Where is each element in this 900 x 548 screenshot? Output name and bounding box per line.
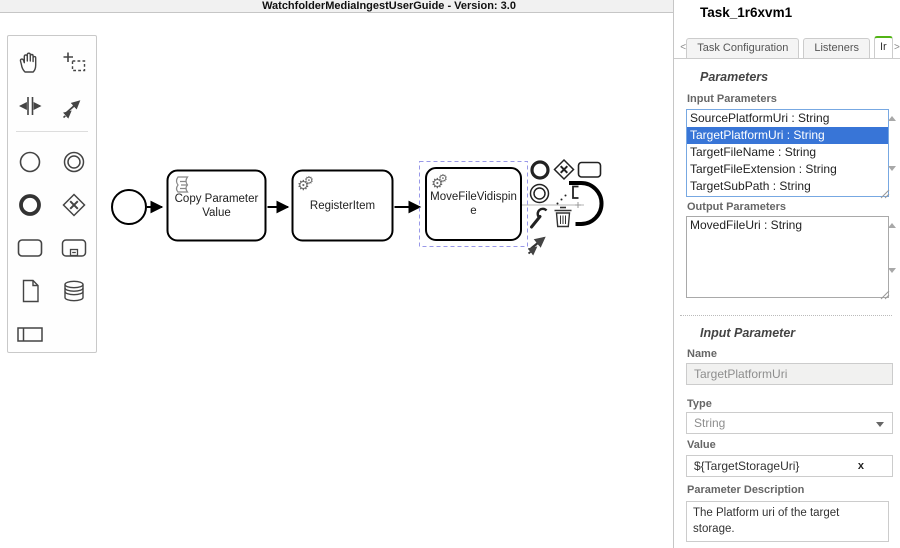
- svg-text:⚙: ⚙: [431, 176, 444, 192]
- global-connect-tool-icon[interactable]: [52, 84, 96, 127]
- selection-outline: [419, 161, 528, 247]
- properties-tabbar: < Task Configuration Listeners Ir >: [674, 36, 900, 59]
- list-item[interactable]: MovedFileUri : String: [690, 218, 803, 232]
- value-field[interactable]: ${TargetStorageUri} x: [686, 455, 893, 477]
- bpmn-diagram: ⚙ ⚙ ⚙ ⚙: [111, 158, 604, 256]
- list-item[interactable]: SourcePlatformUri : String: [690, 111, 830, 125]
- output-parameters-label: Output Parameters: [687, 201, 787, 213]
- scroll-up-icon[interactable]: [888, 116, 896, 121]
- diagram-titlebar: WatchfolderMediaIngestUserGuide - Versio…: [0, 0, 673, 13]
- append-text-annotation-icon[interactable]: [556, 185, 579, 205]
- tab-input-output[interactable]: Ir: [873, 36, 893, 58]
- connection-end-marker: [575, 202, 581, 208]
- svg-text:⚙: ⚙: [297, 178, 310, 194]
- svg-text:⚙: ⚙: [304, 174, 314, 187]
- create-intermediate-event-icon[interactable]: [52, 140, 96, 183]
- script-task-icon: [175, 176, 189, 193]
- palette-separator: [16, 131, 88, 140]
- parameters-heading: Parameters: [700, 70, 769, 84]
- value-field-text: ${TargetStorageUri}: [694, 459, 800, 473]
- input-parameter-heading: Input Parameter: [700, 326, 796, 340]
- value-label: Value: [687, 439, 716, 451]
- create-start-event-icon[interactable]: [8, 140, 52, 183]
- section-divider: [680, 315, 892, 316]
- create-data-store-icon[interactable]: [52, 269, 96, 312]
- create-task-icon[interactable]: [8, 226, 52, 269]
- hand-tool-icon[interactable]: [8, 41, 52, 84]
- properties-panel: Task_1r6xvm1 < Task Configuration Listen…: [673, 0, 900, 548]
- resize-grip-icon[interactable]: [880, 186, 890, 204]
- lasso-tool-icon[interactable]: [52, 41, 96, 84]
- clear-value-icon[interactable]: x: [857, 460, 864, 472]
- tool-palette: [7, 35, 97, 353]
- task-copy-parameter-value[interactable]: [166, 169, 267, 242]
- diagram-title: WatchfolderMediaIngestUserGuide - Versio…: [262, 0, 516, 12]
- service-task-icon: ⚙ ⚙: [297, 174, 314, 194]
- scroll-down-icon[interactable]: [888, 268, 896, 273]
- parameter-description-label: Parameter Description: [687, 484, 805, 496]
- delete-trash-icon[interactable]: [554, 206, 572, 228]
- name-field: TargetPlatformUri: [686, 363, 893, 385]
- task-movefilevidispine[interactable]: [425, 167, 522, 241]
- connect-tool-icon[interactable]: [527, 236, 546, 256]
- create-participant-icon[interactable]: [8, 312, 52, 355]
- task-registeritem[interactable]: [291, 169, 394, 242]
- create-data-object-icon[interactable]: [8, 269, 52, 312]
- output-parameters-list[interactable]: MovedFileUri : String: [686, 216, 889, 298]
- context-pad: [527, 158, 602, 256]
- type-select-value: String: [694, 416, 726, 430]
- space-tool-icon[interactable]: [8, 84, 52, 127]
- tab-scroll-right-icon[interactable]: >: [893, 42, 900, 53]
- type-label: Type: [687, 398, 712, 410]
- tab-listeners[interactable]: Listeners: [803, 38, 870, 58]
- tab-scroll-left-icon[interactable]: <: [680, 42, 687, 53]
- service-task-icon: ⚙ ⚙: [431, 172, 448, 192]
- list-item[interactable]: TargetFileName : String: [690, 145, 817, 159]
- create-subprocess-icon[interactable]: [52, 226, 96, 269]
- start-event[interactable]: [111, 189, 147, 225]
- name-label: Name: [687, 348, 717, 360]
- create-end-event-icon[interactable]: [8, 183, 52, 226]
- append-intermediate-event-icon[interactable]: [529, 183, 550, 204]
- scroll-down-icon[interactable]: [888, 166, 896, 171]
- append-gateway-icon[interactable]: [553, 158, 575, 181]
- type-select[interactable]: String: [686, 412, 893, 434]
- list-item[interactable]: TargetFileExtension : String: [690, 162, 837, 176]
- parameter-description-field[interactable]: The Platform uri of the target storage.: [686, 501, 889, 542]
- input-parameters-label: Input Parameters: [687, 93, 777, 105]
- scroll-up-icon[interactable]: [888, 223, 896, 228]
- element-id-title: Task_1r6xvm1: [700, 5, 793, 20]
- append-task-icon[interactable]: [577, 161, 602, 178]
- list-item[interactable]: TargetSubPath : String: [690, 179, 811, 193]
- replace-wrench-icon[interactable]: [530, 207, 548, 229]
- list-item[interactable]: TargetPlatformUri : String: [687, 127, 888, 144]
- tab-task-configuration[interactable]: Task Configuration: [686, 38, 800, 58]
- resize-grip-icon[interactable]: [880, 287, 890, 305]
- append-end-event-icon[interactable]: [530, 160, 550, 180]
- loop-sequence-flow[interactable]: [569, 181, 604, 226]
- dropdown-arrow-icon: [876, 422, 884, 427]
- diagram-canvas[interactable]: WatchfolderMediaIngestUserGuide - Versio…: [0, 0, 673, 548]
- create-gateway-icon[interactable]: [52, 183, 96, 226]
- svg-text:⚙: ⚙: [438, 172, 448, 185]
